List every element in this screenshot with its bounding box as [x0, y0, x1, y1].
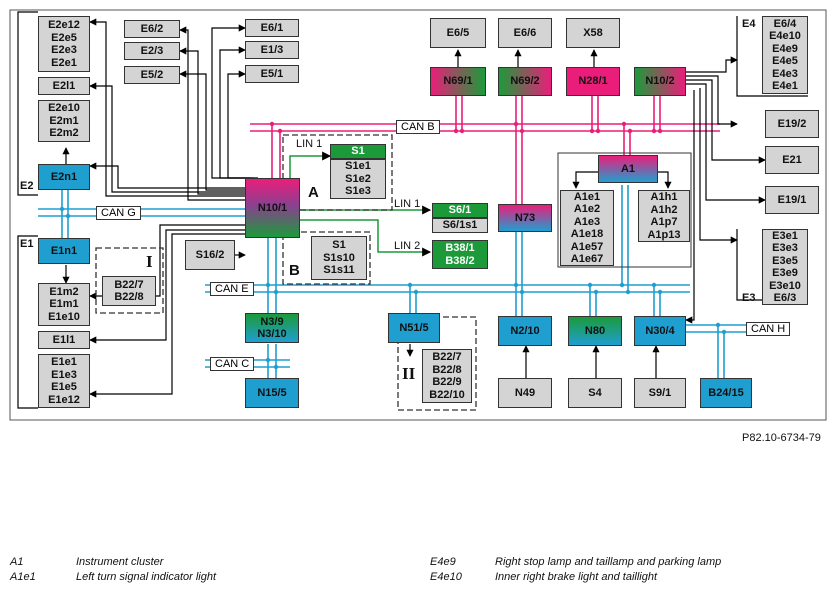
- legend-text-e4e9: Right stop lamp and taillamp and parking…: [495, 556, 722, 568]
- block-s4: S4: [568, 378, 622, 408]
- block-b22-i: B22/7 B22/8: [102, 276, 156, 306]
- block-s1-b: S1 S1s10 S1s11: [311, 236, 367, 280]
- block-e6-6: E6/6: [498, 18, 552, 48]
- block-e1-3: E1/3: [245, 41, 299, 59]
- legend-code-e4e9: E4e9: [430, 556, 456, 568]
- label-e1: E1: [20, 238, 34, 250]
- diagram-frame: [9, 9, 827, 421]
- block-e1l1: E1l1: [38, 331, 90, 349]
- block-e2-top: E2e12 E2e5 E2e3 E2e1: [38, 16, 90, 72]
- label-lin2: LIN 2: [394, 240, 421, 252]
- can-b-bus: [250, 96, 720, 205]
- block-n28-1: N28/1: [566, 67, 620, 96]
- label-b: B: [289, 262, 300, 279]
- can-e-bus: [205, 185, 690, 316]
- block-s1-body: S1e1 S1e2 S1e3: [330, 159, 386, 199]
- block-e2n1: E2n1: [38, 164, 90, 190]
- can-h-bus: [686, 324, 750, 378]
- block-a1: A1: [598, 155, 658, 183]
- block-e19-2: E19/2: [765, 110, 819, 138]
- can-g-bus: [38, 190, 245, 238]
- label-can-g: CAN G: [96, 206, 141, 220]
- block-e6-2: E6/2: [124, 20, 180, 38]
- block-e4-list: E6/4 E4e10 E4e9 E4e5 E4e3 E4e1: [762, 16, 808, 94]
- label-can-e: CAN E: [210, 282, 254, 296]
- block-n10-2: N10/2: [634, 67, 686, 96]
- block-n3-9: N3/9 N3/10: [245, 313, 299, 343]
- block-n80: N80: [568, 316, 622, 346]
- label-e3: E3: [742, 292, 756, 304]
- block-n2-10: N2/10: [498, 316, 552, 346]
- block-b24-15: B24/15: [700, 378, 752, 408]
- block-n51-5: N51/5: [388, 313, 440, 343]
- block-e2-3: E2/3: [124, 42, 180, 60]
- block-s9-1: S9/1: [634, 378, 686, 408]
- label-can-b: CAN B: [396, 120, 440, 134]
- legend-text-a1e1: Left turn signal indicator light: [76, 571, 217, 583]
- block-e1-bot: E1e1 E1e3 E1e5 E1e12: [38, 354, 90, 408]
- block-e19-1: E19/1: [765, 186, 819, 214]
- block-e6-1: E6/1: [245, 19, 299, 37]
- block-n10-1: N10/1: [245, 178, 300, 238]
- bus-junctions: [269, 121, 663, 134]
- block-e2l1: E2l1: [38, 77, 90, 95]
- block-e5-1: E5/1: [245, 65, 299, 83]
- legend-code-a1e1: A1e1: [10, 571, 36, 583]
- block-s16-2: S16/2: [185, 240, 235, 270]
- label-e2: E2: [20, 180, 34, 192]
- block-n15-5: N15/5: [245, 378, 299, 408]
- block-e1-mid: E1m2 E1m1 E1e10: [38, 283, 90, 326]
- label-e4: E4: [742, 18, 756, 30]
- bus-junctions-blue: [59, 206, 727, 370]
- block-s1-header: S1: [330, 144, 386, 159]
- block-n49: N49: [498, 378, 552, 408]
- legend-text-e4e10: Inner right brake light and taillight: [495, 571, 658, 583]
- legend-text-a1: Instrument cluster: [76, 556, 164, 568]
- block-b38: B38/1 B38/2: [432, 240, 488, 269]
- a1-frame: [557, 152, 692, 268]
- legend-code-a1: A1: [10, 556, 24, 568]
- block-e5-2: E5/2: [124, 66, 180, 84]
- figure-reference: P82.10-6734-79: [742, 432, 821, 444]
- label-roman-2: II: [402, 364, 416, 383]
- label-can-c: CAN C: [210, 357, 255, 371]
- label-a: A: [308, 184, 319, 201]
- label-roman-1: I: [146, 252, 153, 271]
- block-n73: N73: [498, 204, 552, 232]
- block-e3-list: E3e1 E3e3 E3e5 E3e9 E3e10 E6/3: [762, 229, 808, 305]
- block-a1-left: A1e1 A1e2 A1e3 A1e18 A1e57 A1e67: [560, 190, 614, 266]
- label-lin1-top: LIN 1: [296, 138, 323, 150]
- block-s6-1: S6/1: [432, 203, 488, 218]
- block-n69-1: N69/1: [430, 67, 486, 96]
- block-e6-5: E6/5: [430, 18, 486, 48]
- legend-code-e4e10: E4e10: [430, 571, 462, 583]
- label-can-h: CAN H: [746, 322, 791, 336]
- block-n30-4: N30/4: [634, 316, 686, 346]
- block-s6-1s1: S6/1s1: [432, 218, 488, 233]
- block-e21: E21: [765, 146, 819, 174]
- dashed-groups: [95, 134, 477, 411]
- block-e2-mid: E2e10 E2m1 E2m2: [38, 100, 90, 142]
- block-b22-ii: B22/7 B22/8 B22/9 B22/10: [422, 349, 472, 403]
- label-lin1-mid: LIN 1: [394, 198, 421, 210]
- block-e1n1: E1n1: [38, 238, 90, 264]
- block-x58: X58: [566, 18, 620, 48]
- block-n69-2: N69/2: [498, 67, 552, 96]
- block-a1-right: A1h1 A1h2 A1p7 A1p13: [638, 190, 690, 242]
